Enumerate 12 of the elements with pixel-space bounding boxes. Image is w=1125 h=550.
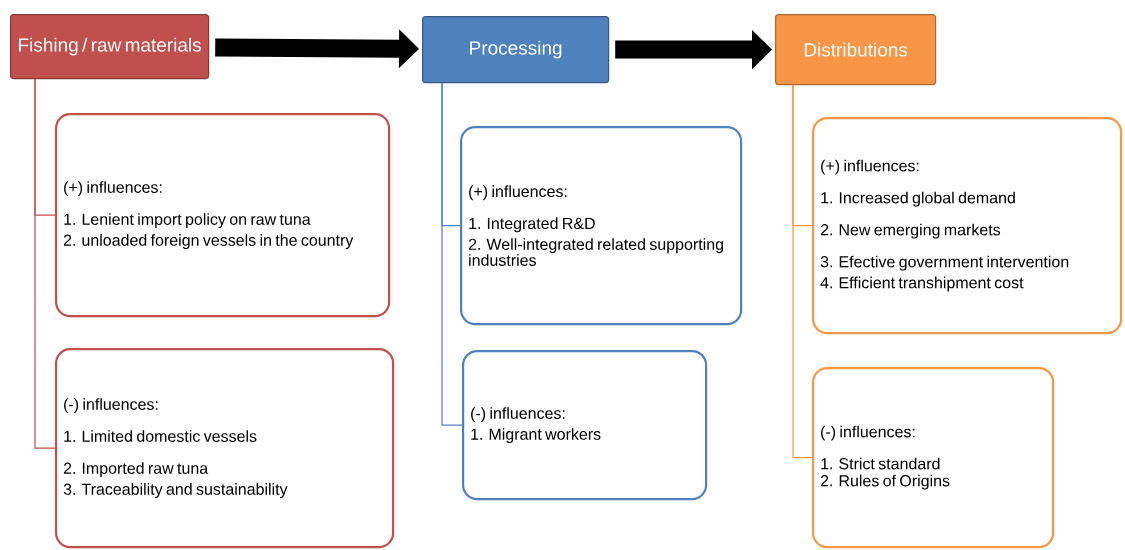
influence-box: (-) influences: 1. Migrant workers bbox=[462, 350, 708, 501]
influence-box: (+) influences: 1. Lenient import policy on raw tuna 2. unloaded foreign vessels in the country bbox=[55, 113, 391, 318]
connector-line bbox=[34, 78, 56, 449]
stage-box: Processing bbox=[422, 16, 610, 84]
connector-line bbox=[792, 84, 813, 459]
stage-box: Fishing / raw materials bbox=[10, 14, 210, 80]
influence-box: (-) influences: 1. Limited domestic vessels 2. Imported raw tuna 3. Traceability and sustainability bbox=[55, 348, 395, 549]
influence-box: (+) influences: 1. Integrated R&D 2. Well-integrated related supporting industries bbox=[460, 126, 743, 326]
stage-box: Distributions bbox=[775, 14, 937, 86]
influence-box: (+) influences: 1. Increased global demand 2. New emerging markets 3. Efective government intervention 4. Efficient transhipment cost bbox=[812, 117, 1123, 335]
influence-box: (-) influences: 1. Strict standard 2. Rules of Origins bbox=[812, 367, 1055, 549]
connector-line bbox=[441, 82, 463, 426]
